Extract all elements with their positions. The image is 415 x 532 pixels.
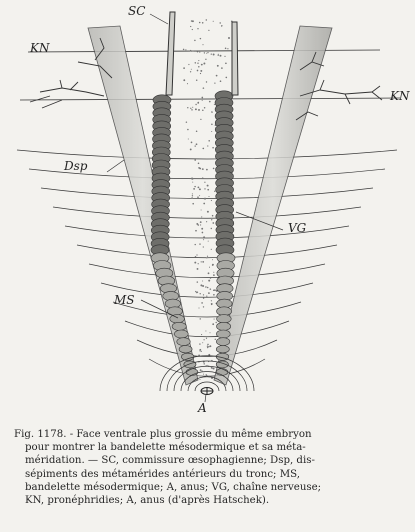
embryo-illustration: [0, 0, 415, 425]
label-ms: MS: [114, 294, 135, 306]
mesoderm-segment: [216, 346, 229, 353]
dissepiment-arc: [17, 150, 397, 159]
label-kn-right: KN: [390, 90, 409, 102]
figure-caption: Fig. 1178. - Face ventrale plus grossie …: [14, 428, 406, 507]
mesoderm-segment: [172, 322, 186, 330]
mesoderm-segment: [216, 369, 228, 376]
dissepiment-arc: [149, 359, 265, 376]
mesoderm-segment: [216, 330, 230, 338]
mesoderm-segment: [170, 315, 185, 323]
mesoderm-segment: [179, 346, 192, 353]
mesoderm-segment: [217, 315, 232, 323]
mesoderm-segment: [186, 369, 198, 376]
anus-mark: [201, 387, 213, 395]
mesoderm-segment: [217, 307, 232, 316]
caption-line: bandelette mésodermique; A, anus; VG, ch…: [14, 481, 406, 494]
label-vg: VG: [288, 222, 306, 234]
mesoderm-segment: [174, 330, 188, 338]
caption-line: méridation. — SC, commissure œsophagienn…: [14, 454, 406, 467]
mesoderm-segment: [217, 322, 231, 330]
label-kn-left: KN: [30, 42, 49, 54]
oesophageal-commissure: [166, 12, 238, 95]
mesoderm-segments: [151, 91, 235, 376]
caption-line: Fig. 1178. - Face ventrale plus grossie …: [14, 428, 406, 441]
anal-region: [160, 356, 254, 391]
section-lines: [20, 50, 400, 100]
caption-line: KN, pronéphridies; A, anus (d'après Hats…: [14, 494, 406, 507]
dissepiment-arc: [137, 340, 277, 357]
caption-line: pour montrer la bandelette mésodermique …: [14, 441, 406, 454]
mesoderm-segment: [216, 338, 229, 346]
dissepiment-arc: [77, 245, 337, 258]
dissepiment-arc: [89, 264, 325, 278]
label-a: A: [198, 402, 207, 414]
dissepiment-arcs: [17, 150, 397, 376]
lateral-bands: [88, 26, 332, 385]
dissepiment-arc: [125, 321, 289, 337]
dissepiment-arc: [65, 226, 349, 238]
mesoderm-segment: [181, 353, 194, 360]
label-dsp: Dsp: [64, 160, 87, 172]
mesoderm-segment: [184, 361, 196, 368]
mesoderm-segment: [177, 338, 190, 346]
dissepiment-arc: [113, 302, 301, 317]
dissepiment-arc: [53, 207, 361, 218]
label-sc: SC: [128, 5, 145, 17]
caption-line: sépiments des métamérides antérieurs du …: [14, 468, 406, 481]
dissepiment-arc: [41, 188, 373, 199]
